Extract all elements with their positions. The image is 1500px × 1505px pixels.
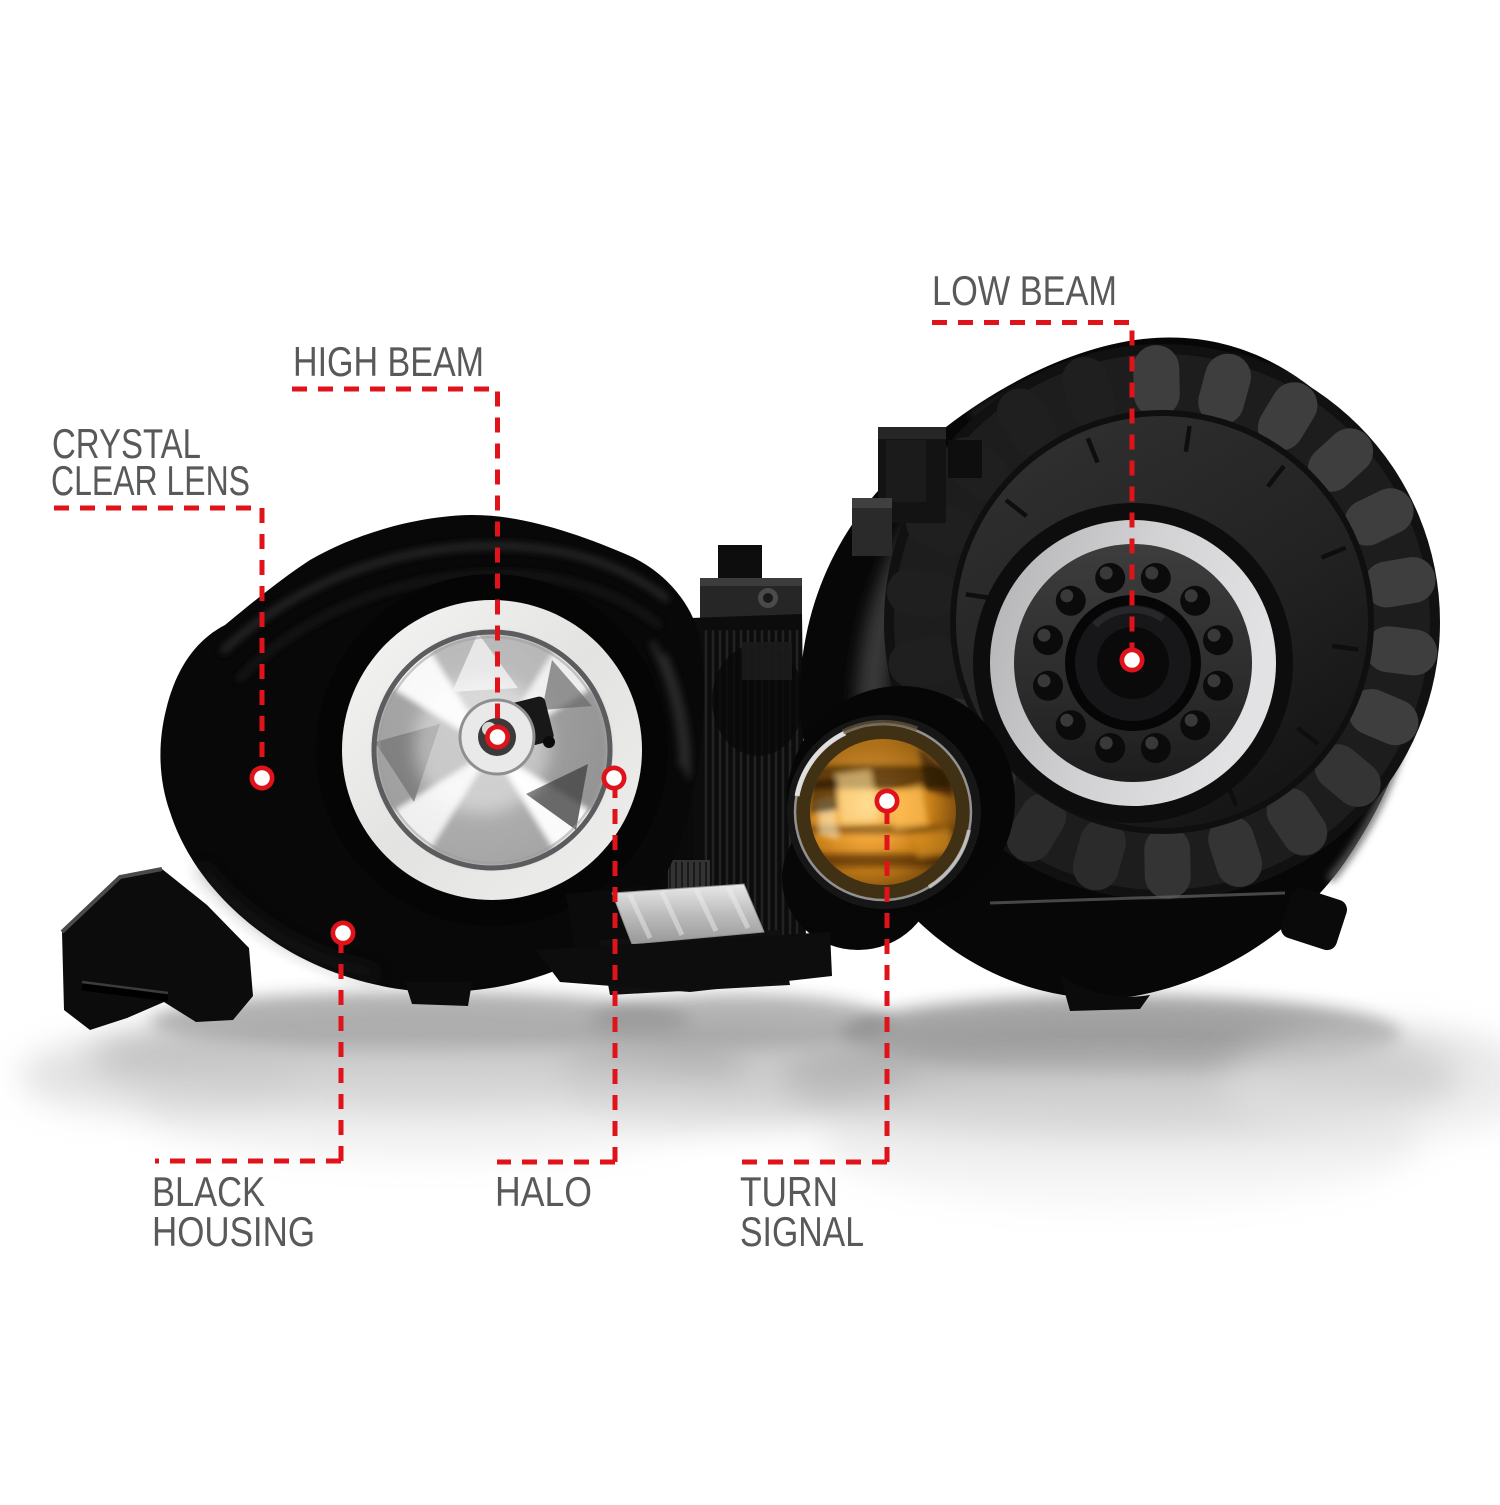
svg-text:BLACK: BLACK bbox=[152, 1168, 265, 1215]
svg-text:LOW BEAM: LOW BEAM bbox=[932, 267, 1117, 314]
svg-text:SIGNAL: SIGNAL bbox=[740, 1208, 864, 1255]
svg-text:CLEAR LENS: CLEAR LENS bbox=[51, 457, 250, 504]
svg-text:HOUSING: HOUSING bbox=[152, 1208, 315, 1255]
svg-text:CRYSTAL: CRYSTAL bbox=[52, 420, 201, 467]
svg-text:HIGH BEAM: HIGH BEAM bbox=[293, 338, 484, 385]
svg-text:HALO: HALO bbox=[495, 1168, 592, 1215]
svg-text:TURN: TURN bbox=[740, 1168, 838, 1215]
